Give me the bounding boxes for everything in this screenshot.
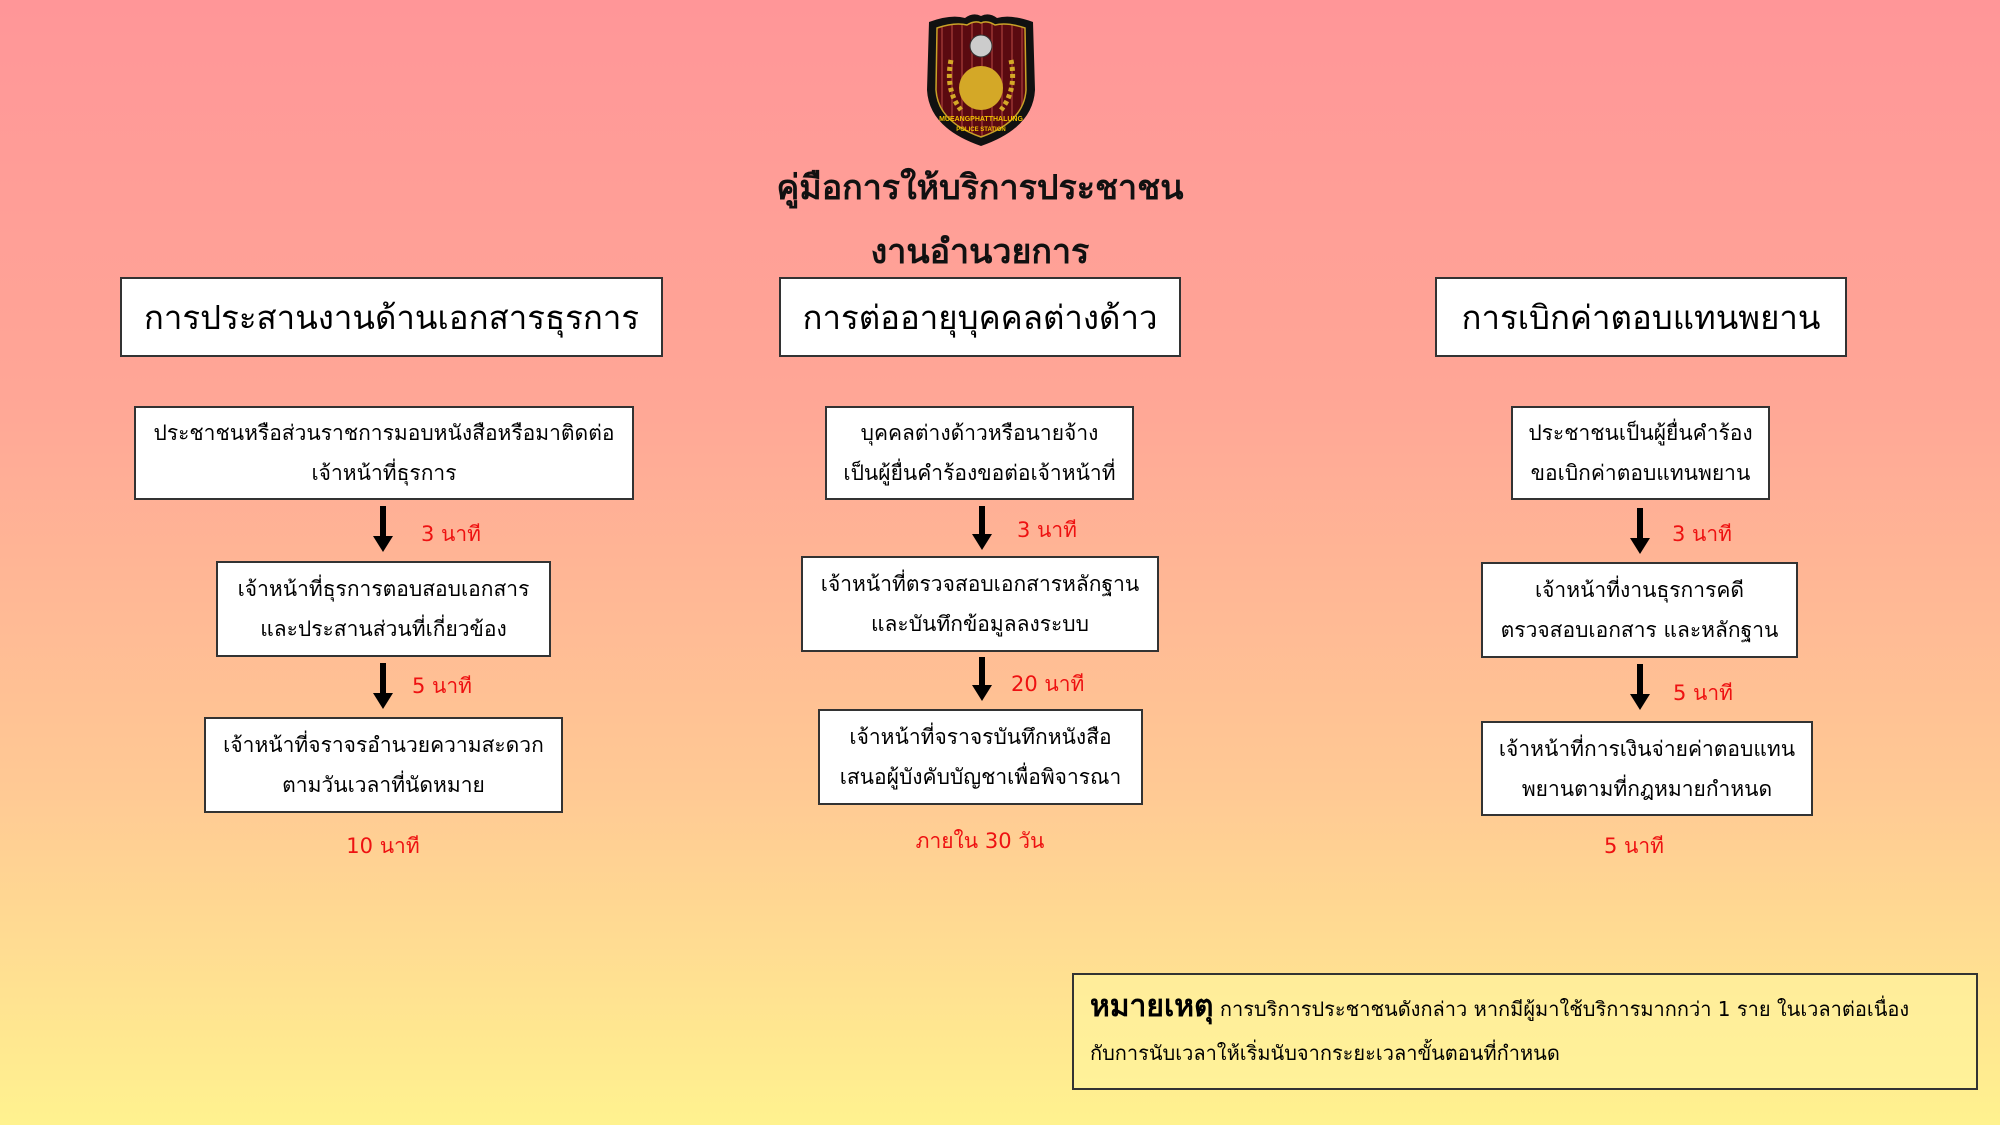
- step-line: เจ้าหน้าที่การเงินจ่ายค่าตอบแทน: [1498, 736, 1796, 761]
- step-line: ตามวันเวลาที่นัดหมาย: [282, 773, 485, 797]
- step-line: เจ้าหน้าที่ตรวจสอบเอกสารหลักฐาน: [820, 572, 1140, 596]
- note-text: การบริการประชาชนดังกล่าว หากมีผู้มาใช้บร…: [1219, 997, 1910, 1021]
- step-line: เสนอผู้บังคับบัญชาเพื่อพิจารณา: [839, 765, 1122, 789]
- step-time: 5 นาที: [1673, 681, 1734, 705]
- note-text: กับการนับเวลาให้เริ่มนับจากระยะเวลาขั้นต…: [1090, 1041, 1560, 1065]
- step-line: และบันทึกข้อมูลลงระบบ: [871, 612, 1089, 636]
- step-line: และประสานส่วนที่เกี่ยวข้อง: [260, 617, 507, 641]
- column-header-foreigner-extension: การต่ออายุบุคคลต่างด้าว: [779, 277, 1181, 357]
- step-time: 5 นาที: [412, 674, 473, 698]
- svg-text:POLICE STATION: POLICE STATION: [956, 127, 1005, 133]
- total-time: 10 นาที: [346, 834, 420, 858]
- step-line: เป็นผู้ยื่นคำร้องขอต่อเจ้าหน้าที่: [843, 461, 1116, 485]
- step-box: เจ้าหน้าที่การเงินจ่ายค่าตอบแทนพยานตามที…: [1481, 721, 1813, 816]
- step-time: 3 นาที: [1017, 518, 1078, 542]
- step-line: ตรวจสอบเอกสาร และหลักฐาน: [1500, 618, 1779, 642]
- step-time: 3 นาที: [1672, 522, 1733, 546]
- step-line: พยานตามที่กฎหมายกำหนด: [1521, 776, 1773, 801]
- note-label: หมายเหตุ: [1090, 989, 1214, 1024]
- step-line: เจ้าหน้าที่จราจรอำนวยความสะดวก: [223, 733, 544, 757]
- column-header-documents: การประสานงานด้านเอกสารธุรการ: [120, 277, 663, 357]
- note-box: หมายเหตุ การบริการประชาชนดังกล่าว หากมีผ…: [1072, 973, 1978, 1090]
- step-box: ประชาชนหรือส่วนราชการมอบหนังสือหรือมาติด…: [134, 406, 634, 500]
- step-box: เจ้าหน้าที่จราจรอำนวยความสะดวกตามวันเวลา…: [204, 717, 563, 813]
- total-time: ภายใน 30 วัน: [915, 829, 1045, 853]
- column-header-witness-compensation: การเบิกค่าตอบแทนพยาน: [1435, 277, 1847, 357]
- page-subtitle: งานอำนวยการ: [870, 232, 1090, 272]
- step-line: เจ้าหน้าที่ธุรการตอบสอบเอกสาร: [237, 577, 530, 601]
- step-box: เจ้าหน้าที่งานธุรการคดีตรวจสอบเอกสาร และ…: [1481, 562, 1798, 658]
- step-box: เจ้าหน้าที่ธุรการตอบสอบเอกสารและประสานส่…: [216, 561, 551, 657]
- step-box: เจ้าหน้าที่จราจรบันทึกหนังสือเสนอผู้บังค…: [818, 709, 1143, 805]
- step-line: เจ้าหน้าที่งานธุรการคดี: [1534, 578, 1745, 602]
- step-line: ประชาชนหรือส่วนราชการมอบหนังสือหรือมาติด…: [153, 421, 615, 445]
- step-line: เจ้าหน้าที่จราจรบันทึกหนังสือ: [849, 725, 1112, 749]
- step-box: บุคคลต่างด้าวหรือนายจ้างเป็นผู้ยื่นคำร้อ…: [825, 406, 1134, 500]
- svg-text:MUEANGPHATTHALUNG: MUEANGPHATTHALUNG: [939, 116, 1023, 123]
- step-line: ประชาชนเป็นผู้ยื่นคำร้อง: [1528, 421, 1753, 445]
- step-line: ขอเบิกค่าตอบแทนพยาน: [1530, 461, 1751, 485]
- step-line: บุคคลต่างด้าวหรือนายจ้าง: [860, 421, 1099, 445]
- step-time: 20 นาที: [1011, 672, 1085, 696]
- step-box: เจ้าหน้าที่ตรวจสอบเอกสารหลักฐานและบันทึก…: [801, 556, 1159, 652]
- total-time: 5 นาที: [1603, 834, 1665, 858]
- police-station-logo: MUEANGPHATTHALUNG POLICE STATION: [927, 14, 1035, 147]
- step-box: ประชาชนเป็นผู้ยื่นคำร้องขอเบิกค่าตอบแทนพ…: [1511, 406, 1770, 500]
- step-time: 3 นาที: [421, 522, 482, 546]
- page-title: คู่มือการให้บริการประชาชน: [776, 168, 1184, 208]
- step-line: เจ้าหน้าที่ธุรการ: [311, 461, 457, 485]
